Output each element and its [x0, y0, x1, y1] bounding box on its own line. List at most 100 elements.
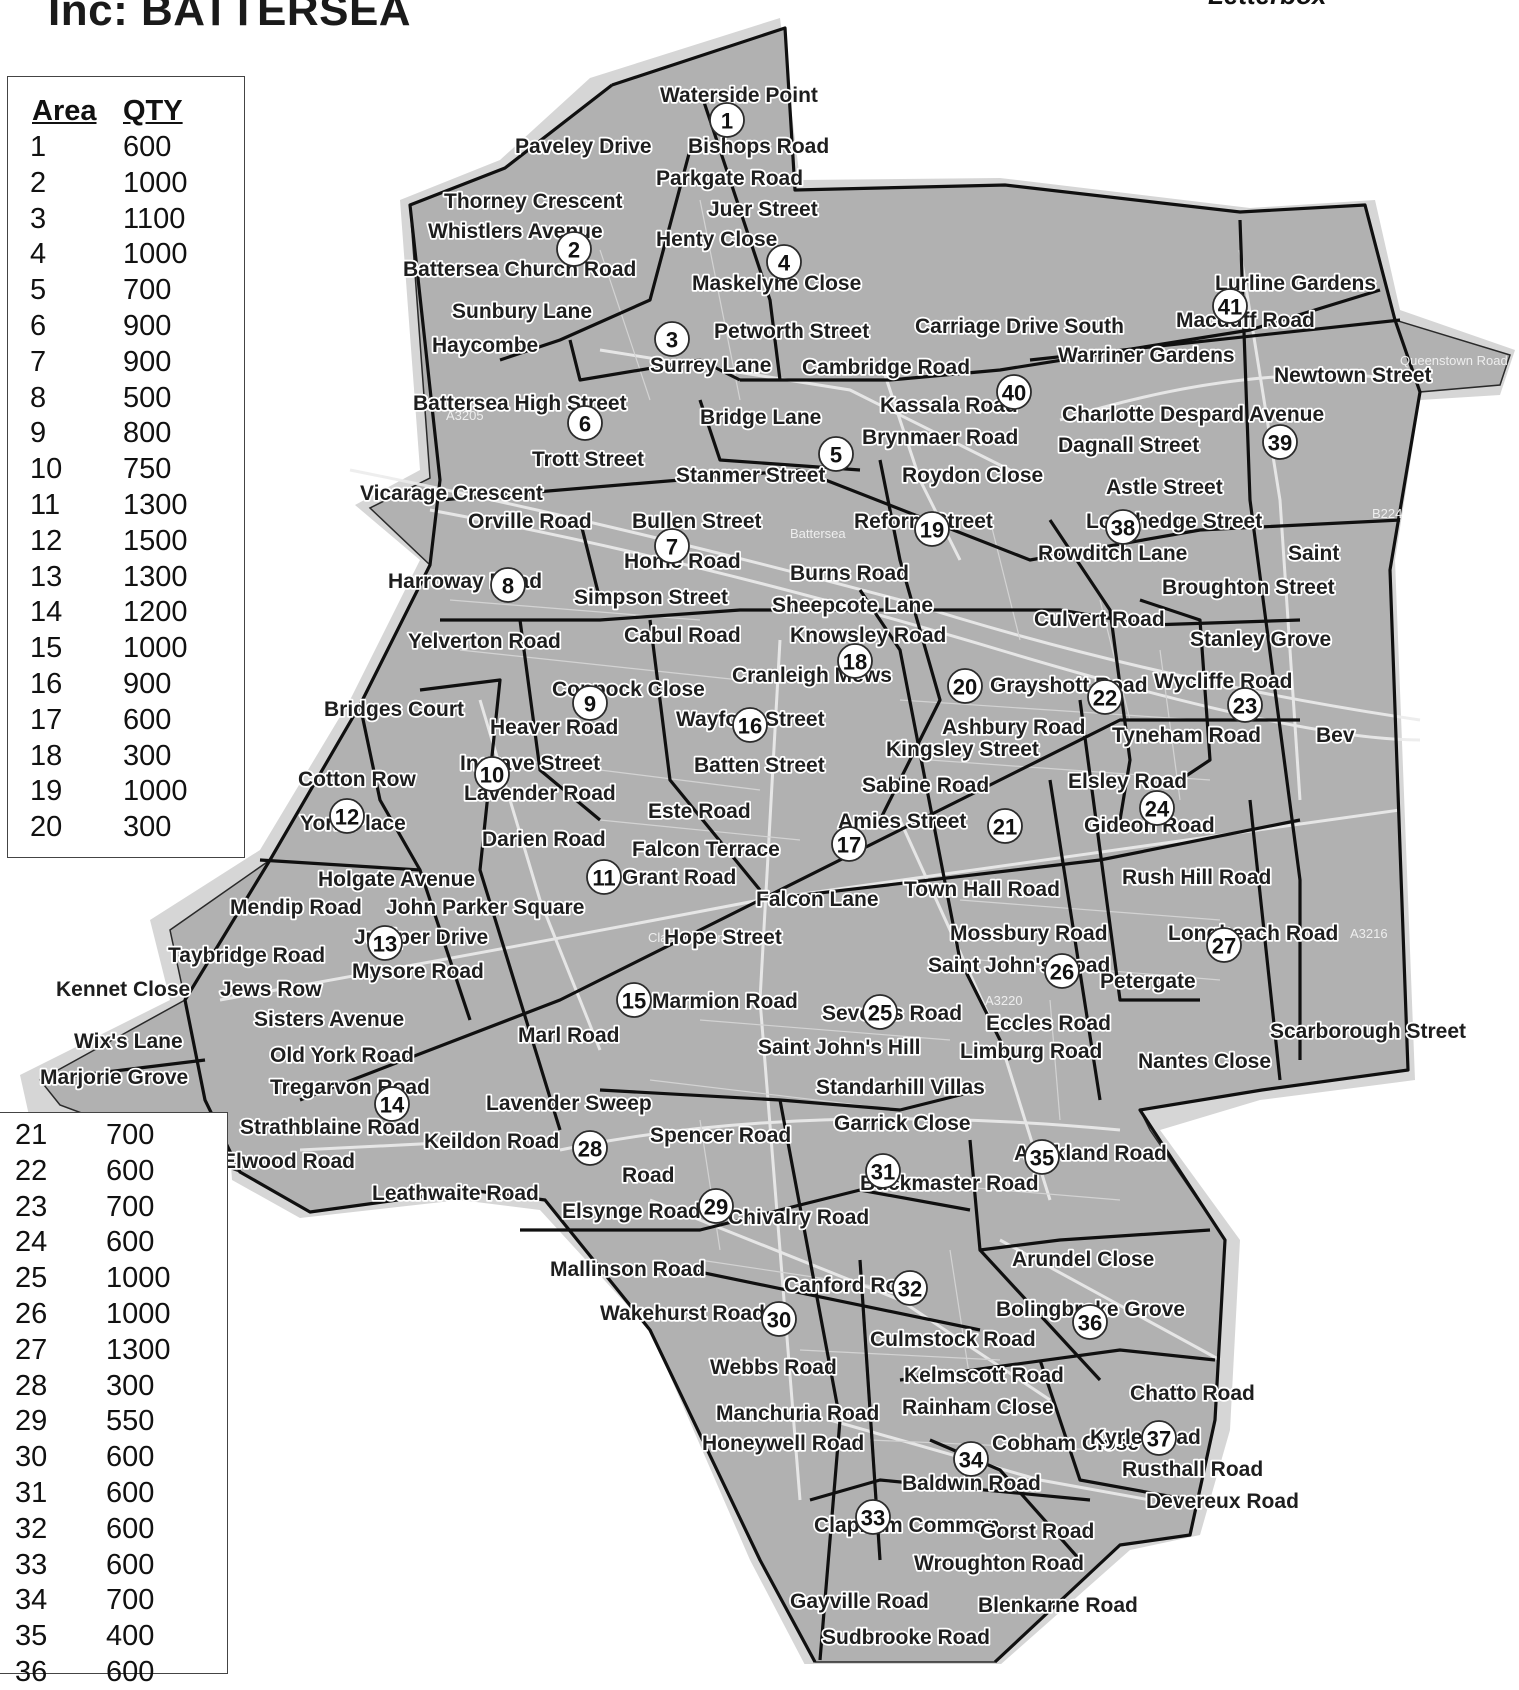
- road-label: Bridges Court: [324, 698, 464, 721]
- area-marker-30[interactable]: 30: [761, 1301, 797, 1337]
- area-marker-4[interactable]: 4: [766, 244, 802, 280]
- area-marker-41[interactable]: 41: [1212, 288, 1248, 324]
- area-marker-37[interactable]: 37: [1141, 1420, 1177, 1456]
- area-quantity: 700: [106, 1584, 155, 1617]
- area-marker-27[interactable]: 27: [1206, 927, 1242, 963]
- road-label: Burns Road: [790, 562, 909, 585]
- area-marker-22[interactable]: 22: [1087, 679, 1123, 715]
- road-label: Este Road: [648, 800, 751, 823]
- minor-streets: [449, 199, 1221, 1451]
- place-label-battersea: Battersea: [790, 526, 846, 541]
- area-marker-28[interactable]: 28: [572, 1130, 608, 1166]
- marker-circle: [1212, 288, 1248, 324]
- marker-circle: [766, 244, 802, 280]
- road-label: Knowsley Road: [790, 624, 946, 647]
- road-label: Garrick Close: [834, 1112, 971, 1135]
- area-quantity: 700: [123, 274, 172, 307]
- road-label: Old York Road: [270, 1044, 414, 1067]
- area-quantity: 1000: [106, 1262, 171, 1295]
- area-marker-25[interactable]: 25: [862, 994, 898, 1030]
- area-marker-40[interactable]: 40: [996, 374, 1032, 410]
- marker-number: 30: [767, 1308, 791, 1333]
- area-marker-26[interactable]: 26: [1044, 953, 1080, 989]
- area-marker-6[interactable]: 6: [567, 405, 603, 441]
- area-marker-14[interactable]: 14: [374, 1086, 410, 1122]
- area-marker-2[interactable]: 2: [556, 231, 592, 267]
- area-marker-1[interactable]: 1: [709, 102, 745, 138]
- area-marker-23[interactable]: 23: [1227, 687, 1263, 723]
- road-label: Roydon Close: [902, 464, 1043, 487]
- place-label-clapham-junction: Clapham Junction: [648, 930, 752, 945]
- area-marker-24[interactable]: 24: [1139, 790, 1175, 826]
- area-marker-18[interactable]: 18: [837, 643, 873, 679]
- area-number: 10: [30, 453, 63, 486]
- road-label: Ashbury Road: [942, 716, 1086, 739]
- area-marker-11[interactable]: 11: [586, 859, 622, 895]
- area-quantity: 600: [106, 1154, 155, 1187]
- road-label: Marjorie Grove: [40, 1066, 188, 1089]
- road-label: Arundel Close: [1012, 1248, 1154, 1271]
- area-number: 23: [15, 1190, 48, 1223]
- area-marker-32[interactable]: 32: [892, 1270, 928, 1306]
- road-label: Petworth Street: [714, 320, 869, 343]
- area-marker-20[interactable]: 20: [947, 668, 983, 704]
- area-marker-13[interactable]: 13: [367, 925, 403, 961]
- road-label: Newtown Street: [1274, 364, 1432, 387]
- area-quantity: 600: [123, 703, 172, 736]
- area-marker-10[interactable]: 10: [474, 756, 510, 792]
- road-label: Spencer Road: [650, 1124, 791, 1147]
- area-marker-19[interactable]: 19: [914, 511, 950, 547]
- qty-column-header: QTY: [123, 95, 183, 127]
- area-marker-31[interactable]: 31: [865, 1153, 901, 1189]
- area-number: 27: [15, 1333, 48, 1366]
- marker-circle: [474, 756, 510, 792]
- area-quantity: 600: [106, 1226, 155, 1259]
- area-marker-21[interactable]: 21: [987, 808, 1023, 844]
- road-label: Road: [622, 1164, 675, 1187]
- area-marker-16[interactable]: 16: [732, 707, 768, 743]
- road-label: Yelverton Road: [408, 630, 561, 653]
- area-marker-29[interactable]: 29: [698, 1188, 734, 1224]
- road-label: Juer Street: [708, 198, 818, 221]
- marker-number: 24: [1145, 797, 1170, 822]
- area-marker-17[interactable]: 17: [831, 826, 867, 862]
- marker-circle: [855, 1499, 891, 1535]
- area-marker-7[interactable]: 7: [654, 528, 690, 564]
- road-label: Rusthall Road: [1122, 1458, 1263, 1481]
- marker-circle: [586, 859, 622, 895]
- road-label: Dagnall Street: [1058, 434, 1199, 457]
- area-marker-36[interactable]: 36: [1072, 1304, 1108, 1340]
- area-marker-38[interactable]: 38: [1105, 509, 1141, 545]
- area-marker-12[interactable]: 12: [329, 798, 365, 834]
- marker-number: 7: [666, 535, 678, 560]
- area-marker-34[interactable]: 34: [953, 1441, 989, 1477]
- marker-number: 40: [1002, 381, 1026, 406]
- area-quantity: 600: [106, 1656, 155, 1688]
- road-label: Surrey Lane: [650, 354, 771, 377]
- area-marker-35[interactable]: 35: [1024, 1139, 1060, 1175]
- area-number: 24: [15, 1226, 48, 1259]
- road-label: Sisters Avenue: [254, 1008, 404, 1031]
- area-marker-15[interactable]: 15: [616, 982, 652, 1018]
- area-number: 16: [30, 668, 63, 700]
- area-quantity: 600: [123, 131, 172, 163]
- area-number: 21: [15, 1119, 48, 1151]
- road-label: Paveley Drive: [515, 135, 652, 158]
- area-marker-5[interactable]: 5: [818, 436, 854, 472]
- marker-circle: [865, 1153, 901, 1189]
- area-marker-8[interactable]: 8: [490, 567, 526, 603]
- area-marker-9[interactable]: 9: [572, 685, 608, 721]
- area-marker-33[interactable]: 33: [855, 1499, 891, 1535]
- area-quantity: 750: [123, 453, 172, 486]
- area-marker-3[interactable]: 3: [654, 321, 690, 357]
- road-label: Bev: [1316, 724, 1355, 747]
- area-marker-39[interactable]: 39: [1262, 424, 1298, 460]
